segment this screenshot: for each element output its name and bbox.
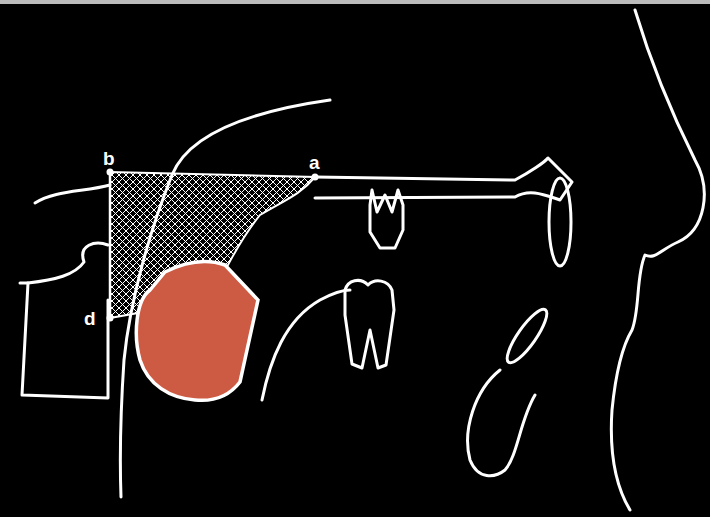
skull-base [35,185,110,203]
point-label: d [84,309,96,328]
tongue-outline [262,290,350,400]
point-a [312,174,319,181]
lower-incisor [501,305,552,368]
lower-molar [345,280,394,368]
adenoid-mass [136,261,258,400]
point-label: b [103,149,115,168]
line-bd [109,172,112,318]
point-b [107,169,114,176]
chin [468,370,535,476]
occipital-outline [20,243,108,283]
upper-molar [370,190,403,248]
vertebra-outline [22,283,108,398]
facial-profile [611,10,704,510]
point-label: a [309,153,320,172]
point-d [107,315,114,322]
top-bar [0,0,710,4]
palate [315,158,572,200]
upper-incisor [549,178,571,266]
pharyngeal-wall [120,100,330,497]
